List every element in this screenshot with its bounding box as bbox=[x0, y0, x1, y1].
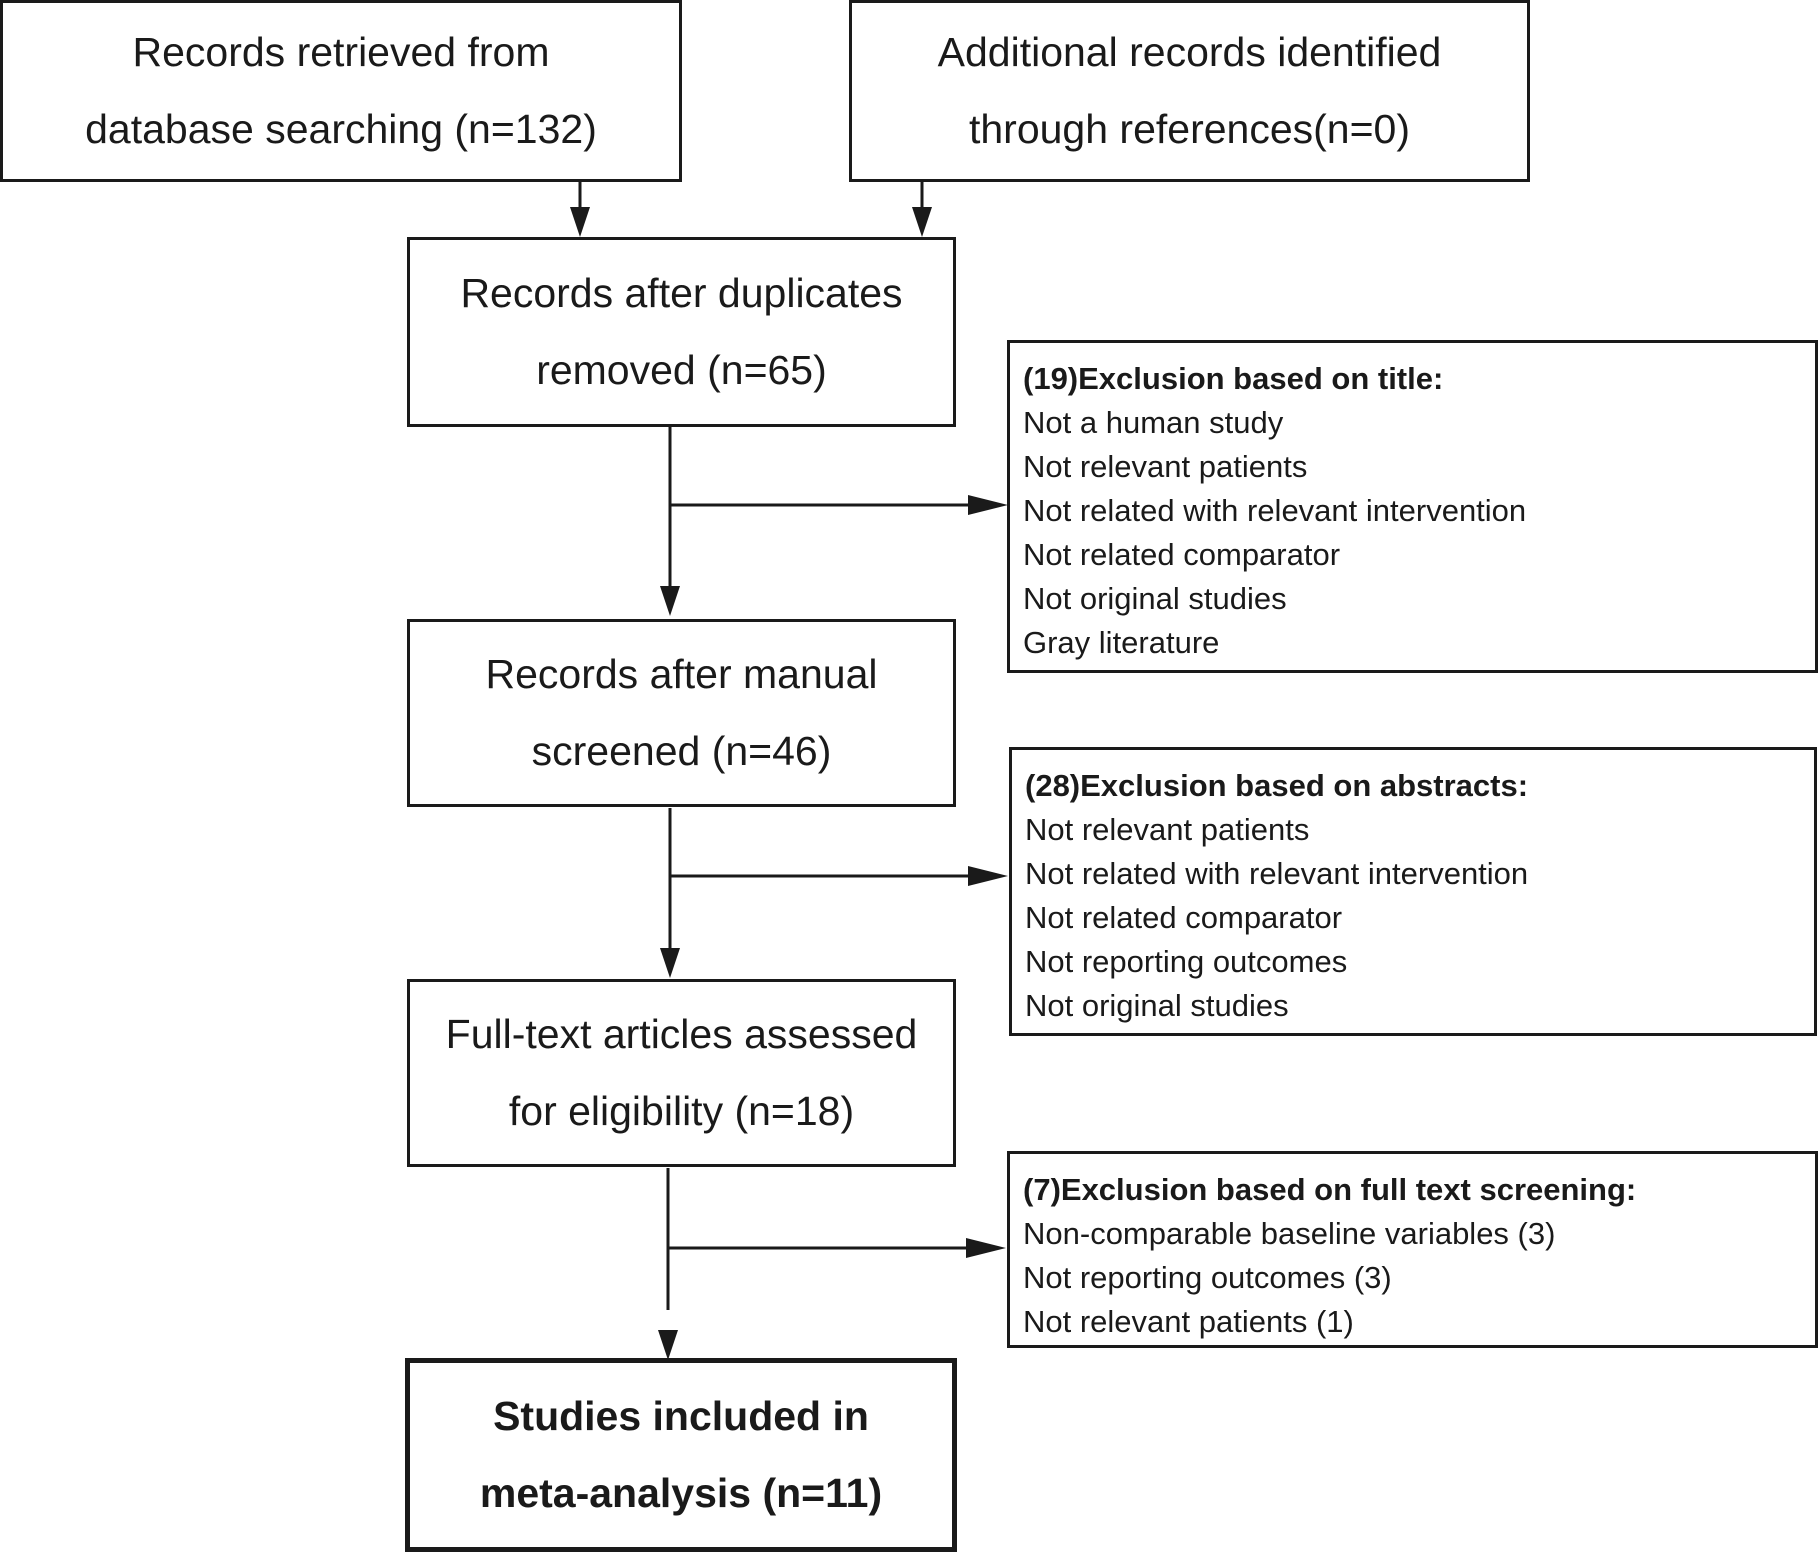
exclusion-item: Gray literature bbox=[1023, 625, 1220, 660]
title-exclusion-box: (19)Exclusion based on title: Not a huma… bbox=[1007, 340, 1818, 673]
box-text: Studies included in bbox=[493, 1393, 869, 1439]
box-text: removed (n=65) bbox=[536, 347, 827, 393]
exclusion-heading: (7)Exclusion based on full text screenin… bbox=[1023, 1172, 1637, 1207]
box-text: for eligibility (n=18) bbox=[508, 1088, 855, 1134]
exclusion-item: Not relevant patients bbox=[1023, 449, 1308, 484]
box-text: Records after manual bbox=[485, 651, 878, 697]
exclusion-heading: (19)Exclusion based on title: bbox=[1023, 361, 1444, 396]
exclusion-item: Not relevant patients bbox=[1025, 812, 1310, 847]
fulltext-exclusion-box: (7)Exclusion based on full text screenin… bbox=[1007, 1151, 1818, 1348]
arrowhead bbox=[966, 1238, 1006, 1258]
exclusion-item: Not related with relevant intervention bbox=[1023, 493, 1527, 528]
records-after-manual-box: Records after manual screened (n=46) bbox=[407, 619, 956, 807]
exclusion-item: Not related with relevant intervention bbox=[1025, 856, 1529, 891]
exclusion-item: Not a human study bbox=[1023, 405, 1284, 440]
exclusion-item: Not reporting outcomes bbox=[1025, 944, 1348, 979]
box-text: Additional records identified bbox=[937, 29, 1442, 75]
studies-included-box: Studies included in meta-analysis (n=11) bbox=[405, 1358, 957, 1552]
abstract-exclusion-box: (28)Exclusion based on abstracts: Not re… bbox=[1009, 747, 1817, 1036]
box-text: meta-analysis (n=11) bbox=[479, 1470, 883, 1516]
box-text: database searching (n=132) bbox=[85, 106, 597, 152]
fulltext-assessed-box: Full-text articles assessed for eligibil… bbox=[407, 979, 956, 1167]
exclusion-item: Not related comparator bbox=[1023, 537, 1341, 572]
arrowhead bbox=[968, 866, 1008, 886]
box-text: screened (n=46) bbox=[531, 728, 832, 774]
exclusion-heading: (28)Exclusion based on abstracts: bbox=[1025, 768, 1529, 803]
exclusion-item: Non-comparable baseline variables (3) bbox=[1023, 1216, 1556, 1251]
arrowhead bbox=[570, 207, 590, 237]
box-text: through references(n=0) bbox=[968, 106, 1410, 152]
box-text: Records after duplicates bbox=[460, 270, 903, 316]
arrowhead bbox=[660, 948, 680, 978]
box-text: Full-text articles assessed bbox=[445, 1011, 918, 1057]
exclusion-item: Not related comparator bbox=[1025, 900, 1343, 935]
exclusion-item: Not original studies bbox=[1025, 988, 1289, 1023]
records-after-duplicates-box: Records after duplicates removed (n=65) bbox=[407, 237, 956, 427]
arrowhead bbox=[658, 1330, 678, 1360]
arrowhead bbox=[968, 495, 1008, 515]
arrowhead bbox=[912, 207, 932, 237]
records-retrieved-box: Records retrieved from database searchin… bbox=[0, 0, 682, 182]
additional-records-box: Additional records identified through re… bbox=[849, 0, 1530, 182]
exclusion-item: Not original studies bbox=[1023, 581, 1287, 616]
exclusion-item: Not relevant patients (1) bbox=[1023, 1304, 1354, 1339]
exclusion-item: Not reporting outcomes (3) bbox=[1023, 1260, 1392, 1295]
arrowhead bbox=[660, 586, 680, 616]
box-text: Records retrieved from bbox=[132, 29, 550, 75]
